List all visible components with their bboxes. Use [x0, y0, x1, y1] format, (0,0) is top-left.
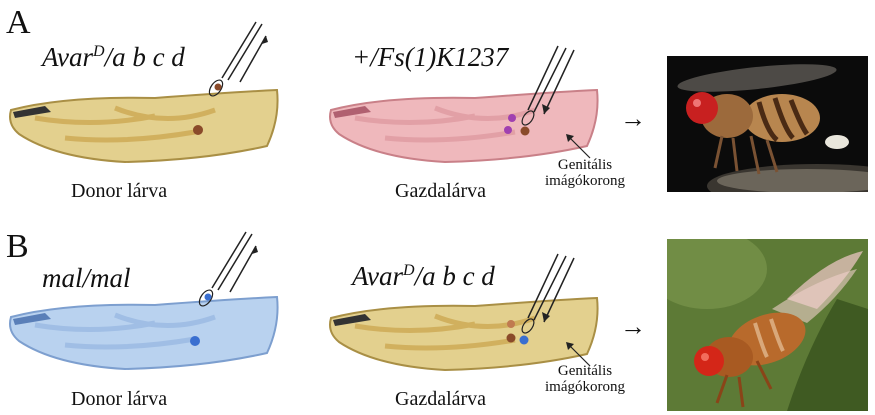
genotype-rest: /a b c d: [105, 42, 185, 72]
panel-a-donor-larva: [5, 88, 285, 178]
panel-a-letter: A: [6, 6, 31, 40]
panel-b-donor-genotype: mal/mal: [42, 265, 131, 292]
panel-a-donor-needle-icon: [200, 18, 270, 98]
genotype-superscript: D: [403, 262, 415, 279]
genotype-rest: /a b c d: [415, 261, 495, 291]
host-cell: [508, 114, 516, 122]
panel-b-host-needle-icon: [518, 250, 588, 340]
panel-b-annotation: Genitális imágókorong: [545, 364, 625, 396]
panel-a-annotation: Genitális imágókorong: [545, 158, 625, 190]
panel-b-donor-needle-icon: [190, 228, 260, 308]
annotation-line-1: Genitális: [545, 364, 625, 380]
host-cell: [504, 126, 512, 134]
transplant-cell: [193, 125, 203, 135]
panel-a-host-caption: Gazdalárva: [395, 181, 486, 201]
genotype-base: Avar: [42, 42, 93, 72]
panel-b-donor-caption: Donor lárva: [71, 389, 167, 409]
annotation-line-2: imágókorong: [545, 380, 625, 396]
host-cell: [507, 320, 515, 328]
panel-b-result-arrow-icon: →: [620, 314, 646, 340]
genotype-base: Avar: [352, 261, 403, 291]
panel-b-fly-photo: [667, 239, 868, 411]
panel-a-donor-genotype: AvarD/a b c d: [42, 44, 185, 71]
genotype-superscript: D: [93, 43, 105, 60]
panel-a-fly-photo: [667, 56, 868, 192]
panel-a-donor-caption: Donor lárva: [71, 181, 167, 201]
annotation-line-2: imágókorong: [545, 174, 625, 190]
panel-b-host-caption: Gazdalárva: [395, 389, 486, 409]
panel-b-host-genotype: AvarD/a b c d: [352, 263, 495, 290]
host-cell: [507, 334, 516, 343]
panel-b-letter: B: [6, 230, 29, 264]
panel-a-host-needle-icon: [518, 42, 588, 132]
panel-a-result-arrow-icon: →: [620, 106, 646, 132]
annotation-line-1: Genitális: [545, 158, 625, 174]
panel-a-host-genotype: +/Fs(1)K1237: [352, 44, 508, 71]
transplant-cell: [190, 336, 200, 346]
panel-b-donor-larva: [5, 295, 285, 385]
